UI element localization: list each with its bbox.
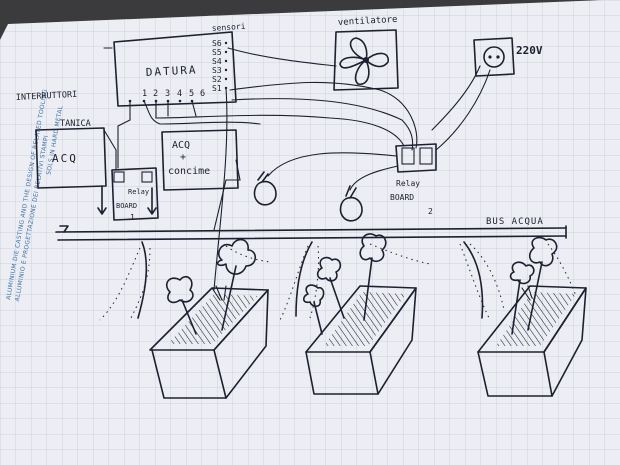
switch-pin-5: 5 (189, 89, 194, 99)
plant-icon (316, 256, 345, 319)
relay-board-2: Relay BOARD 2 (390, 143, 437, 216)
wiring (103, 47, 491, 291)
plant-icon (302, 284, 325, 335)
tanica-label: TANICA (60, 119, 91, 129)
plant-icon (216, 238, 257, 331)
relay1-label-line-2: BOARD (116, 202, 137, 210)
relay2-label-line-3: 2 (428, 207, 433, 216)
sprinkler-pipes (137, 241, 484, 319)
sensor-pin-labels: S6 S5 S4 S3 S2 S1 (212, 39, 222, 93)
power-label: 220V (516, 44, 543, 57)
power-outlet: 220V (473, 37, 543, 77)
bus-label: BUS ACQUA (486, 217, 544, 227)
tank-fertilizer-line-1: ACQ (172, 140, 190, 151)
switch-pin-2: 2 (153, 89, 158, 99)
interruttori-label: INTERRUTTORI (16, 90, 78, 103)
planter-3 (477, 236, 587, 397)
planter-2 (302, 233, 417, 395)
sensor-pin-s2: S2 (212, 75, 222, 84)
relay2-label-line-2: BOARD (390, 193, 414, 202)
plant-icon (509, 261, 535, 335)
sensor-pin-s6: S6 (212, 39, 222, 48)
bulb-icon (339, 185, 363, 222)
switch-pin-4: 4 (177, 89, 182, 99)
relay2-label-line-1: Relay (396, 179, 420, 188)
relay1-label-line-3: 1 (130, 213, 135, 222)
switch-pin-3: 3 (165, 89, 170, 99)
plant-icon (527, 236, 558, 331)
sensor-pin-s3: S3 (212, 66, 222, 75)
datura-controller: sensori DATURA S6 S5 S4 S3 S2 S1 INTERRU… (16, 22, 246, 107)
lamp-2 (339, 185, 363, 222)
datura-label: DATURA (145, 63, 197, 79)
switch-pin-6: 6 (200, 89, 205, 99)
planter-1 (149, 238, 269, 399)
sensori-label: sensori (212, 22, 246, 33)
switch-pin-labels: 1 2 3 4 5 6 (142, 89, 205, 99)
sensor-pin-s5: S5 (212, 48, 222, 57)
bulb-icon (253, 171, 277, 206)
sensor-pin-dots (224, 41, 228, 90)
tank-fertilizer-line-2: + (180, 152, 186, 163)
fan-unit: ventilatore (333, 15, 399, 91)
ventilatore-label: ventilatore (338, 15, 398, 28)
relay1-label-line-1: Relay (128, 188, 149, 196)
sensor-pin-s1: S1 (212, 84, 222, 93)
lamp-1 (253, 171, 277, 206)
sensor-pin-s4: S4 (212, 57, 222, 66)
tank-water-content: ACQ (52, 152, 78, 165)
tank-fertilizer-line-3: concime (168, 166, 210, 177)
sprinkler-spray (99, 243, 577, 321)
plant-icon (359, 233, 387, 321)
water-bus: BUS ACQUA (55, 217, 567, 241)
tank-fertilizer: ACQ + concime (161, 129, 239, 191)
switch-pin-1: 1 (142, 89, 147, 99)
relay-board-1: Relay BOARD 1 (97, 167, 159, 222)
tank-water: TANICA ACQ (35, 119, 107, 189)
plant-icon (165, 275, 197, 335)
socket-icon (483, 46, 505, 68)
